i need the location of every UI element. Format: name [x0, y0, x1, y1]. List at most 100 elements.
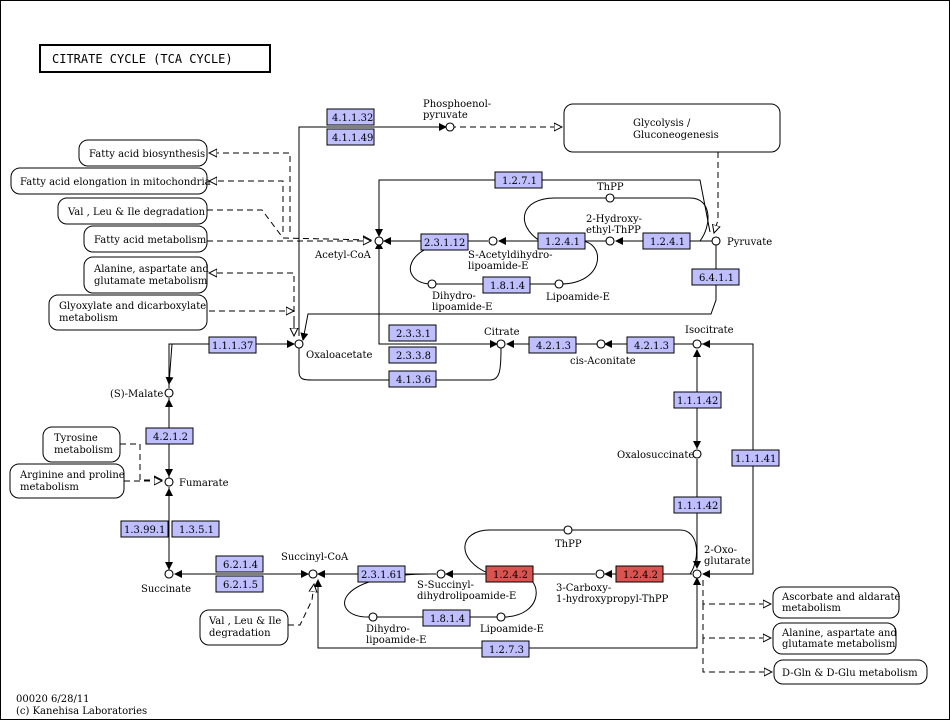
compound-oxaloacetate[interactable] [294, 339, 304, 349]
map-arginine[interactable]: Arginine and proline metabolism [9, 463, 125, 499]
compound-dihydrolipoamide-top[interactable] [427, 279, 437, 289]
enzyme-label: 6.2.1.5 [223, 580, 258, 591]
map-fatty-acid-biosynthesis[interactable]: Fatty acid biosynthesis [78, 139, 208, 167]
compound-citrate[interactable] [496, 339, 506, 349]
compound-succinyl-coa[interactable] [308, 569, 318, 579]
map-alanine-top[interactable]: Alanine, aspartate and glutamate metabol… [83, 256, 209, 294]
map-label: metabolism [54, 445, 113, 456]
enzyme-1-1-1-42-b[interactable]: 1.1.1.42 [673, 496, 722, 514]
enzyme-1-2-4-1-a[interactable]: 1.2.4.1 [537, 232, 586, 250]
label-lipoamide-top: Lipoamide-E [546, 292, 610, 303]
compound-succinate[interactable] [164, 569, 174, 579]
label-citrate: Citrate [484, 327, 520, 338]
compound-thpp-top[interactable] [605, 193, 615, 203]
enzyme-label: 2.3.3.1 [396, 329, 431, 340]
label-oxaloacetate: Oxaloacetate [306, 350, 372, 361]
enzyme-6-4-1-1[interactable]: 6.4.1.1 [691, 268, 740, 286]
compound-oxalosuccinate[interactable] [692, 449, 702, 459]
map-label: Fatty acid elongation in mitochondria [20, 177, 211, 188]
label-s-succinyl: S-Succinyl- [417, 580, 474, 591]
enzyme-2-3-1-12[interactable]: 2.3.1.12 [420, 233, 469, 251]
label-pep: pyruvate [423, 110, 468, 121]
enzyme-label: 4.1.3.6 [396, 375, 431, 386]
label-dihydro-top: Dihydro- [432, 291, 476, 302]
enzyme-1-8-1-4-b[interactable]: 1.8.1.4 [422, 609, 471, 627]
compound-thpp-bottom[interactable] [563, 525, 573, 535]
enzyme-1-2-7-1[interactable]: 1.2.7.1 [494, 171, 543, 189]
enzyme-4-2-1-3-b[interactable]: 4.2.1.3 [626, 336, 675, 354]
enzyme-label: 1.3.99.1 [124, 525, 165, 536]
enzyme-1-2-4-1-b[interactable]: 1.2.4.1 [642, 232, 691, 250]
enzyme-1-1-1-41[interactable]: 1.1.1.41 [731, 449, 780, 467]
enzyme-label: 6.4.1.1 [699, 273, 734, 284]
enzyme-label: 2.3.1.12 [424, 238, 465, 249]
enzyme-4-1-3-6[interactable]: 4.1.3.6 [388, 370, 437, 388]
dashed-links [120, 127, 772, 672]
enzyme-4-1-1-32[interactable]: 4.1.1.32 [326, 108, 375, 126]
page-title: CITRATE CYCLE (TCA CYCLE) [52, 52, 233, 66]
enzyme-label: 1.1.1.37 [212, 341, 253, 352]
map-val-leu-ile-bottom[interactable]: Val , Leu & Ile degradation [199, 609, 289, 646]
enzyme-2-3-3-1[interactable]: 2.3.3.1 [388, 324, 437, 342]
enzyme-4-2-1-2[interactable]: 4.2.1.2 [145, 427, 194, 445]
label-dihydro-bottom: lipoamide-E [366, 635, 426, 646]
enzyme-2-3-1-61[interactable]: 2.3.1.61 [357, 565, 406, 583]
label-malate: (S)-Malate [110, 389, 163, 400]
compound-hydroxyethyl-thpp[interactable] [605, 236, 615, 246]
compound-acetyl-coa[interactable] [374, 236, 384, 246]
label-isocitrate: Isocitrate [685, 325, 734, 336]
compound-cis-aconitate[interactable] [596, 339, 606, 349]
compound-carboxy-thpp[interactable] [595, 569, 605, 579]
map-fatty-acid-elongation[interactable]: Fatty acid elongation in mitochondria [10, 167, 211, 195]
enzyme-1-3-99-1[interactable]: 1.3.99.1 [120, 520, 169, 538]
enzyme-1-2-4-2-b[interactable]: 1.2.4.2 [615, 565, 664, 583]
compound-fumarate[interactable] [164, 477, 174, 487]
compound-pep[interactable] [445, 122, 455, 132]
map-label: Ascorbate and aldarate [781, 592, 901, 603]
label-s-acetyl: S-Acetyldihydro- [468, 250, 552, 261]
enzyme-label: 1.1.1.41 [735, 454, 776, 465]
compound-labels: Phosphoenol- pyruvate ThPP 2-Hydroxy- et… [110, 99, 772, 646]
enzyme-label: 4.2.1.2 [153, 432, 188, 443]
enzyme-4-1-1-49[interactable]: 4.1.1.49 [326, 128, 375, 146]
enzyme-6-2-1-4[interactable]: 6.2.1.4 [215, 555, 264, 573]
enzyme-1-2-4-2-a[interactable]: 1.2.4.2 [485, 565, 534, 583]
map-dgln-dglu[interactable]: D-Gln & D-Glu metabolism [773, 659, 928, 685]
compound-lipoamide-top[interactable] [554, 279, 564, 289]
map-label: Glycolysis / [633, 118, 691, 129]
compound-dihydrolipoamide-bottom[interactable] [368, 612, 378, 622]
enzyme-4-2-1-3-a[interactable]: 4.2.1.3 [528, 336, 577, 354]
enzyme-1-2-7-3[interactable]: 1.2.7.3 [481, 640, 530, 658]
enzyme-1-8-1-4-a[interactable]: 1.8.1.4 [482, 276, 531, 294]
label-s-acetyl: lipoamide-E [468, 261, 528, 272]
label-pyruvate: Pyruvate [727, 237, 772, 248]
map-tyrosine[interactable]: Tyrosine metabolism [42, 426, 121, 463]
label-cis-aconitate: cis-Aconitate [570, 356, 636, 367]
compound-pyruvate[interactable] [711, 236, 721, 246]
enzyme-1-1-1-42-a[interactable]: 1.1.1.42 [673, 391, 722, 409]
label-oxoglutarate: glutarate [704, 556, 751, 567]
map-val-leu-ile-top[interactable]: Val , Leu & Ile degradation [57, 197, 208, 225]
title-box: CITRATE CYCLE (TCA CYCLE) [39, 44, 271, 73]
map-ascorbate[interactable]: Ascorbate and aldarate metabolism [772, 586, 901, 619]
map-label: Gluconeogenesis [633, 130, 719, 141]
enzyme-1-1-1-37[interactable]: 1.1.1.37 [208, 336, 257, 354]
map-glycolysis[interactable]: Glycolysis / Gluconeogenesis [563, 103, 781, 153]
enzyme-1-3-5-1[interactable]: 1.3.5.1 [171, 520, 220, 538]
enzyme-2-3-3-8[interactable]: 2.3.3.8 [388, 346, 437, 364]
compound-lipoamide-bottom[interactable] [496, 612, 506, 622]
compound-2-oxoglutarate[interactable] [692, 569, 702, 579]
compound-s-succinyl[interactable] [436, 569, 446, 579]
compound-s-acetyl[interactable] [488, 236, 498, 246]
map-glyoxylate[interactable]: Glyoxylate and dicarboxylate metabolism [48, 294, 208, 331]
map-label: Val , Leu & Ile degradation [67, 207, 206, 218]
compound-malate[interactable] [164, 388, 174, 398]
compound-isocitrate[interactable] [692, 339, 702, 349]
map-label: Fatty acid biosynthesis [89, 149, 205, 160]
enzyme-label: 1.2.4.1 [545, 237, 580, 248]
enzyme-6-2-1-5[interactable]: 6.2.1.5 [215, 575, 264, 593]
map-label: metabolism [20, 482, 79, 493]
map-fatty-acid-metabolism[interactable]: Fatty acid metabolism [83, 225, 208, 253]
enzyme-label: 1.2.4.2 [623, 570, 658, 581]
map-alanine-bottom[interactable]: Alanine, aspartate and glutamate metabol… [772, 622, 897, 655]
